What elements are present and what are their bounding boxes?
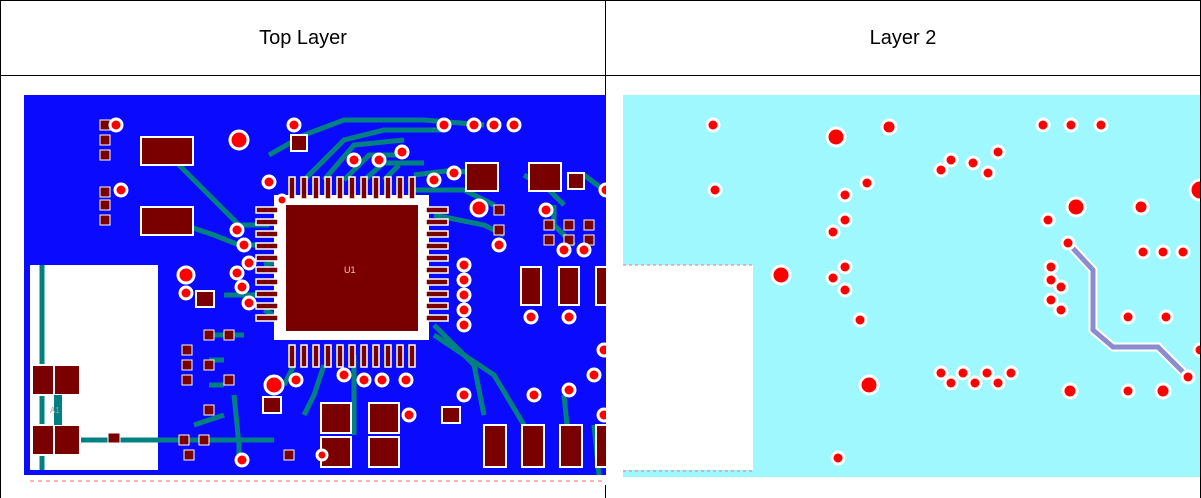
layer-2-pcb-image: [623, 95, 1200, 485]
header-top-layer: Top Layer: [259, 26, 347, 49]
top-layer-pcb-image: U1: [24, 95, 606, 485]
table-border-left: [0, 0, 1, 498]
header-layer-2: Layer 2: [869, 26, 937, 49]
a1-designator: A1: [50, 406, 60, 415]
table-border-top: [0, 0, 1201, 1]
u1-designator: U1: [344, 265, 356, 275]
table-header-divider: [0, 75, 1201, 76]
